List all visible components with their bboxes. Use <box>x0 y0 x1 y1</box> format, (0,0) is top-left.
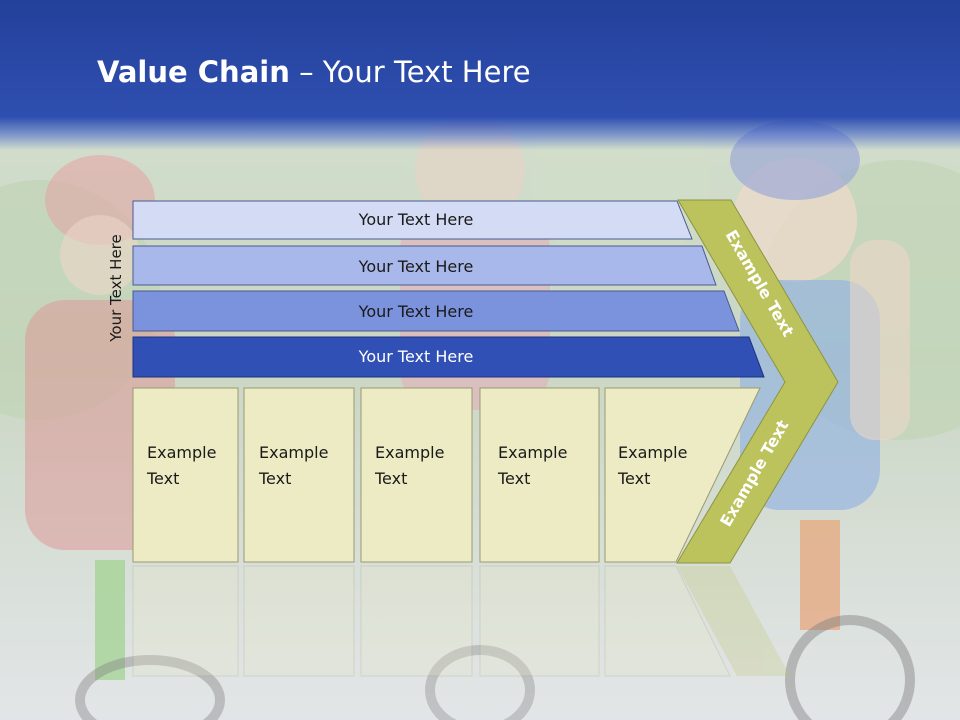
title-rest: – Your Text Here <box>289 55 531 89</box>
example-box-5-line1: Example <box>618 443 687 462</box>
side-label: Your Text Here <box>107 234 125 342</box>
row-label-2: Your Text Here <box>358 257 474 276</box>
example-box-2-line2: Text <box>258 469 291 488</box>
chevron-arrow <box>676 199 839 564</box>
example-box-4-line1: Example <box>498 443 567 462</box>
row-bar-1 <box>132 200 693 240</box>
example-box-4 <box>479 387 600 563</box>
title-banner <box>0 0 960 150</box>
row-label-1: Your Text Here <box>358 210 474 229</box>
slide-title: Value Chain – Your Text Here <box>97 55 531 89</box>
row-bar-4 <box>132 336 765 378</box>
example-box-1 <box>132 387 239 563</box>
row-label-3: Your Text Here <box>358 302 474 321</box>
example-box-1-line1: Example <box>147 443 216 462</box>
example-box-3 <box>360 387 473 563</box>
example-box-3-line1: Example <box>375 443 444 462</box>
row-bar-2 <box>132 245 717 286</box>
title-bold: Value Chain <box>97 55 290 89</box>
example-box-1-line2: Text <box>146 469 179 488</box>
example-box-2 <box>243 387 355 563</box>
row-label-4: Your Text Here <box>358 347 474 366</box>
example-box-4-line2: Text <box>497 469 530 488</box>
example-box-5 <box>604 387 761 563</box>
example-box-3-line2: Text <box>374 469 407 488</box>
example-box-5-line2: Text <box>617 469 650 488</box>
reflection <box>132 565 790 677</box>
row-bar-3 <box>132 290 740 332</box>
example-box-2-line1: Example <box>259 443 328 462</box>
